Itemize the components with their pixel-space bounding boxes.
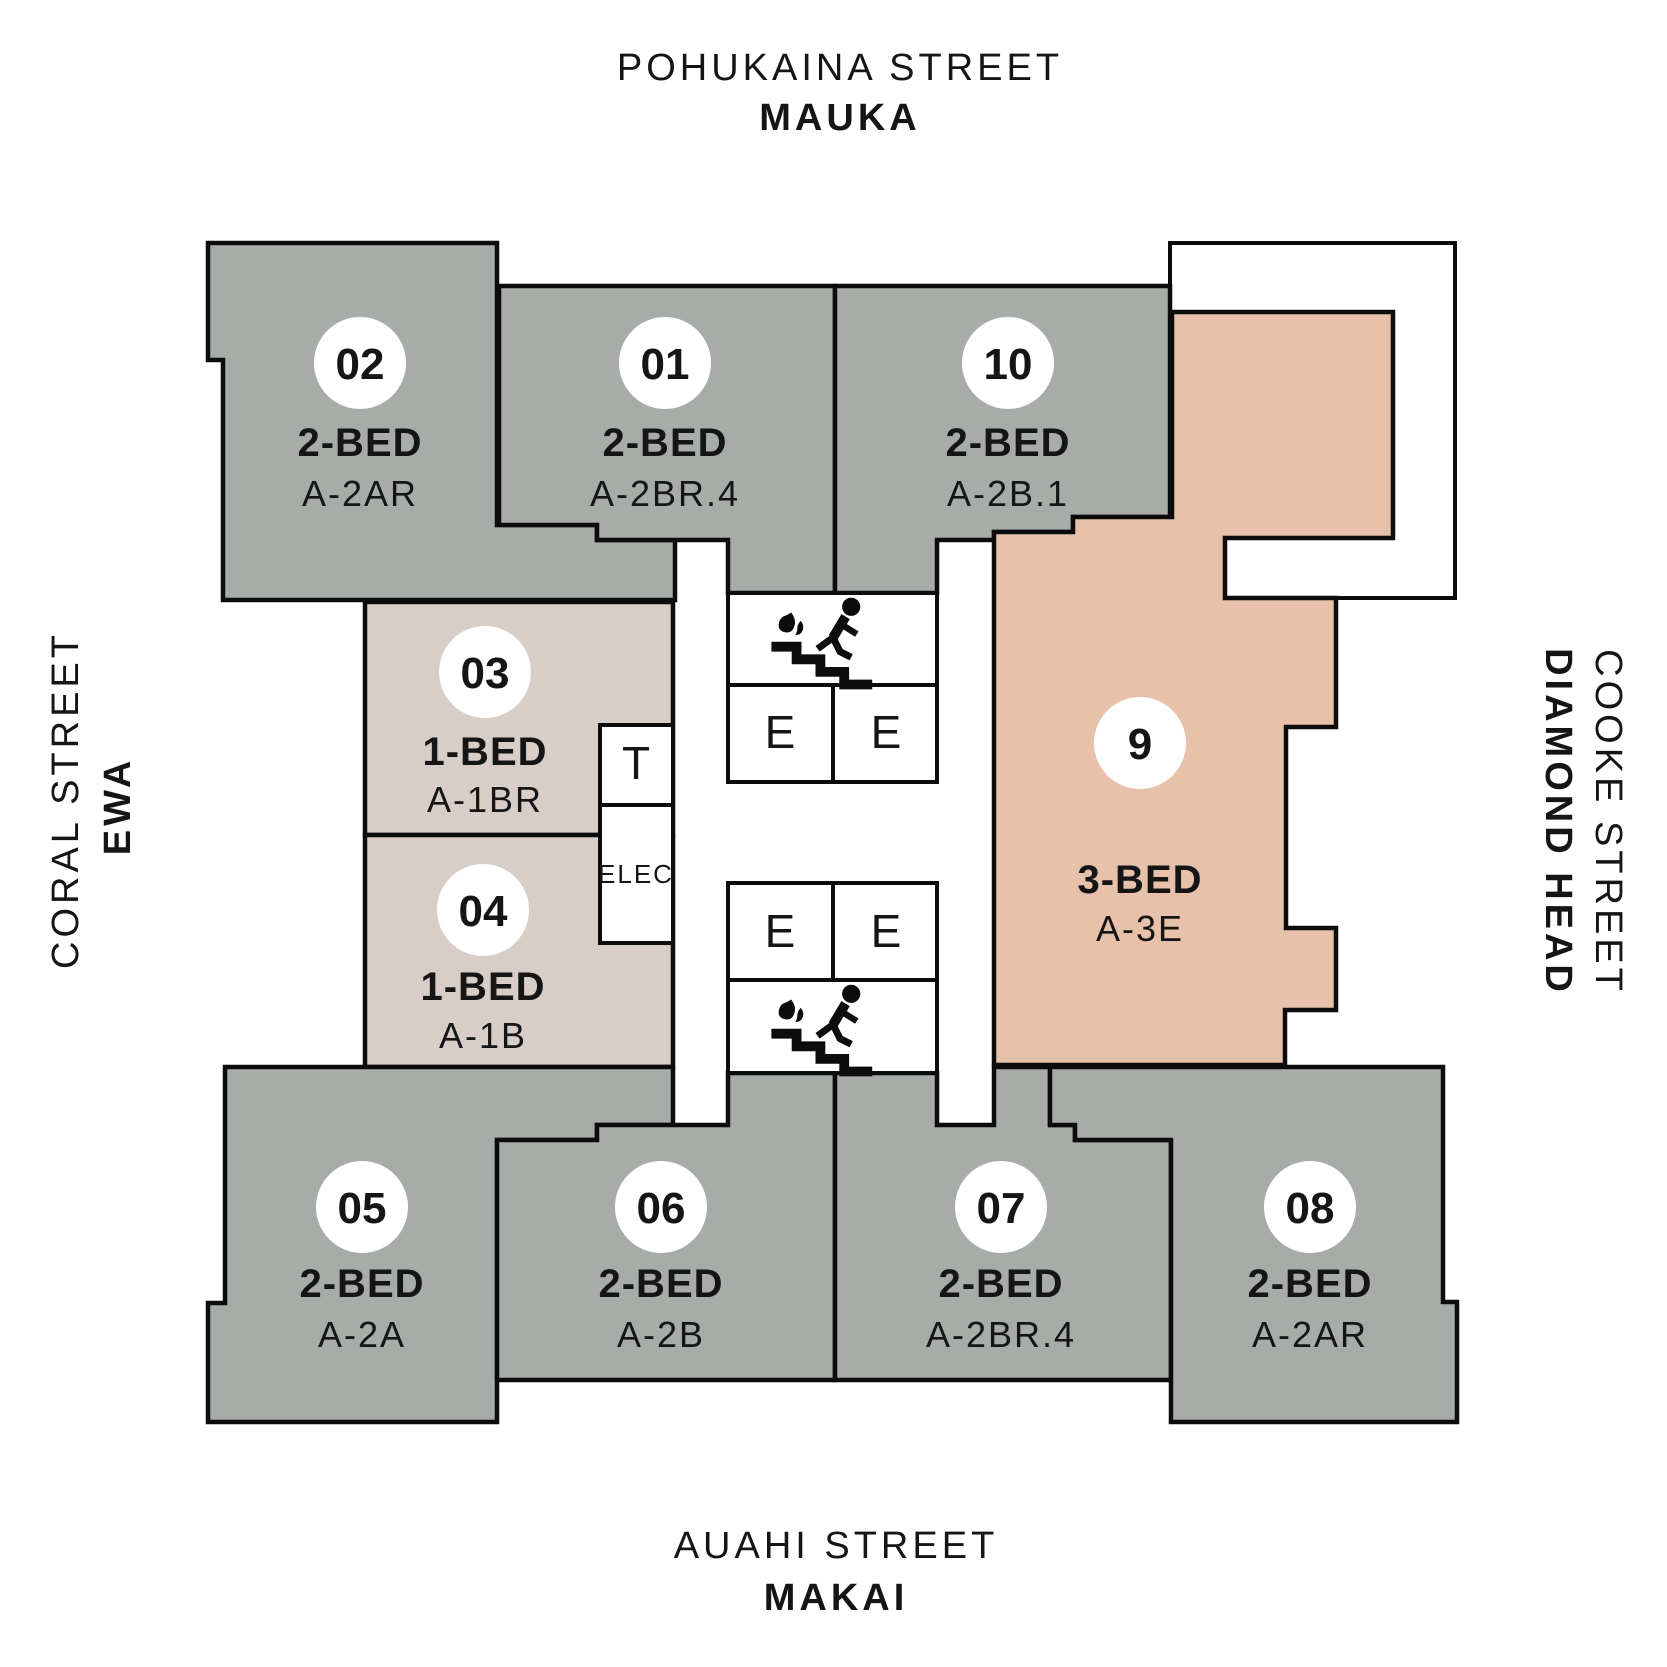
street-label-right: COOKE STREET DIAMOND HEAD xyxy=(1537,648,1629,996)
street-right-name: COOKE STREET xyxy=(1587,649,1629,995)
street-label-bottom: AUAHI STREET MAKAI xyxy=(674,1525,999,1619)
unit-03-type: 1-BED xyxy=(422,730,547,774)
unit-06-number: 06 xyxy=(637,1184,686,1233)
street-left-direction: EWA xyxy=(97,757,139,856)
unit-02-label: 02 2-BED A-2AR xyxy=(297,317,422,514)
street-label-left: CORAL STREET EWA xyxy=(45,631,139,969)
unit-07-label: 07 2-BED A-2BR.4 xyxy=(926,1161,1076,1355)
street-label-top: POHUKAINA STREET MAUKA xyxy=(617,47,1063,139)
unit-04-number-badge xyxy=(437,864,529,956)
unit-03-number: 03 xyxy=(461,649,510,698)
unit-01-number-badge xyxy=(619,317,711,409)
unit-08-number-badge xyxy=(1264,1161,1356,1253)
street-top-direction: MAUKA xyxy=(759,97,920,139)
unit-05-type: 2-BED xyxy=(299,1262,424,1306)
street-bottom-direction: MAKAI xyxy=(764,1577,909,1619)
unit-02-plan: A-2AR xyxy=(302,473,418,514)
unit-07-type: 2-BED xyxy=(938,1262,1063,1306)
unit-05-label: 05 2-BED A-2A xyxy=(299,1161,424,1355)
unit-10-type: 2-BED xyxy=(945,421,1070,465)
unit-04-type: 1-BED xyxy=(420,965,545,1009)
unit-04-plan: A-1B xyxy=(439,1015,527,1056)
unit-10-plan: A-2B.1 xyxy=(947,473,1069,514)
unit-04-label: 04 1-BED A-1B xyxy=(420,864,545,1056)
unit-07-number: 07 xyxy=(977,1184,1026,1233)
street-right-direction: DIAMOND HEAD xyxy=(1537,648,1579,996)
unit-06-label: 06 2-BED A-2B xyxy=(598,1161,723,1355)
electrical-room-box xyxy=(598,803,675,945)
unit-07-plan: A-2BR.4 xyxy=(926,1314,1076,1355)
unit-08-plan: A-2AR xyxy=(1252,1314,1368,1355)
unit-9-shape[interactable] xyxy=(991,309,1396,1068)
unit-10-label: 10 2-BED A-2B.1 xyxy=(945,317,1070,514)
trash-room-box xyxy=(598,723,675,807)
elevator-box-2 xyxy=(831,683,939,784)
unit-03-label: 03 1-BED A-1BR xyxy=(422,626,547,820)
unit-08-number: 08 xyxy=(1286,1184,1335,1233)
elevator-box-1 xyxy=(726,683,835,784)
unit-08-shape[interactable] xyxy=(1047,1064,1460,1425)
unit-03-number-badge xyxy=(439,626,531,718)
unit-04-number: 04 xyxy=(459,887,508,936)
unit-9-type: 3-BED xyxy=(1077,858,1202,902)
trash-room-label: T xyxy=(622,737,650,789)
unit-08-label: 08 2-BED A-2AR xyxy=(1247,1161,1372,1355)
unit-03-plan: A-1BR xyxy=(427,779,543,820)
unit-06-number-badge xyxy=(615,1161,707,1253)
unit-05-number: 05 xyxy=(338,1184,387,1233)
unit-10-number: 10 xyxy=(984,340,1033,389)
street-top-name: POHUKAINA STREET xyxy=(617,47,1063,89)
unit-01-number: 01 xyxy=(641,340,690,389)
street-left-name: CORAL STREET xyxy=(45,631,87,969)
street-bottom-name: AUAHI STREET xyxy=(674,1525,999,1567)
unit-02-number-badge xyxy=(314,317,406,409)
unit-06-plan: A-2B xyxy=(617,1314,705,1355)
elevator-box-4 xyxy=(831,881,939,982)
elevator-label-1: E xyxy=(765,706,796,758)
unit-01-type: 2-BED xyxy=(602,421,727,465)
unit-08-type: 2-BED xyxy=(1247,1262,1372,1306)
unit-07-number-badge xyxy=(955,1161,1047,1253)
unit-06-type: 2-BED xyxy=(598,1262,723,1306)
unit-9-number-badge xyxy=(1094,697,1186,789)
unit-9-number: 9 xyxy=(1128,720,1152,769)
unit-02-number: 02 xyxy=(336,340,385,389)
unit-02-type: 2-BED xyxy=(297,421,422,465)
unit-05-number-badge xyxy=(316,1161,408,1253)
unit-05-plan: A-2A xyxy=(318,1314,406,1355)
elevator-label-2: E xyxy=(871,706,902,758)
unit-9-plan: A-3E xyxy=(1096,908,1184,949)
elevator-label-3: E xyxy=(765,905,796,957)
unit-01-plan: A-2BR.4 xyxy=(590,473,740,514)
electrical-room-label: ELEC xyxy=(598,859,674,889)
unit-10-number-badge xyxy=(962,317,1054,409)
unit-9-label: 9 3-BED A-3E xyxy=(1077,697,1202,949)
unit-01-label: 01 2-BED A-2BR.4 xyxy=(590,317,740,514)
elevator-label-4: E xyxy=(871,905,902,957)
